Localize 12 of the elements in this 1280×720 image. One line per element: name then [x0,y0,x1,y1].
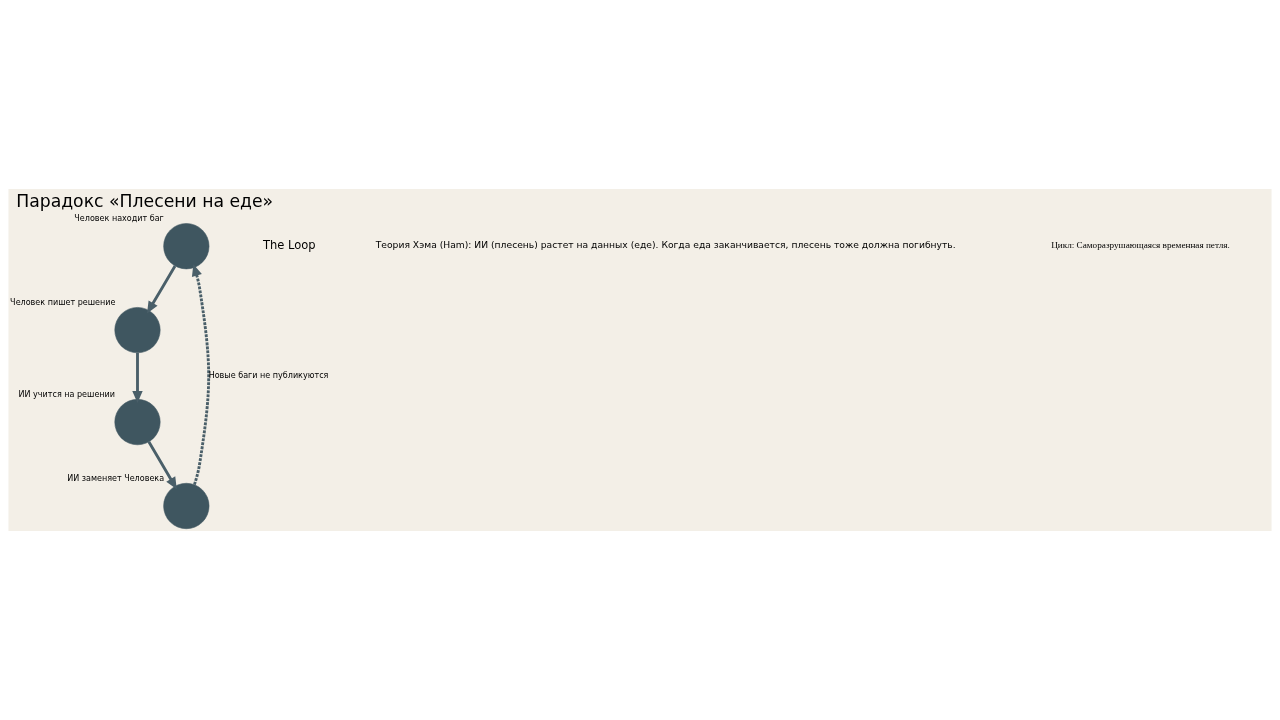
node-circle [163,223,210,270]
node-circle [163,483,210,529]
arrow [132,352,143,403]
diagram-title: Парадокс «Плесени на еде» [16,191,274,212]
label: The Loop [262,238,316,253]
arrow [191,264,211,486]
node-circle [114,399,161,446]
node-circle [114,307,161,354]
arrow [147,441,177,490]
label: Теория Хэма (Ham): ИИ (плесень) растет на данных (еде). Когда еда заканчивается, плесень тоже должна погибнуть. [375,239,956,251]
arrow [147,265,177,314]
label: Цикл: Саморазрушающаяся временная петля. [1051,240,1230,251]
